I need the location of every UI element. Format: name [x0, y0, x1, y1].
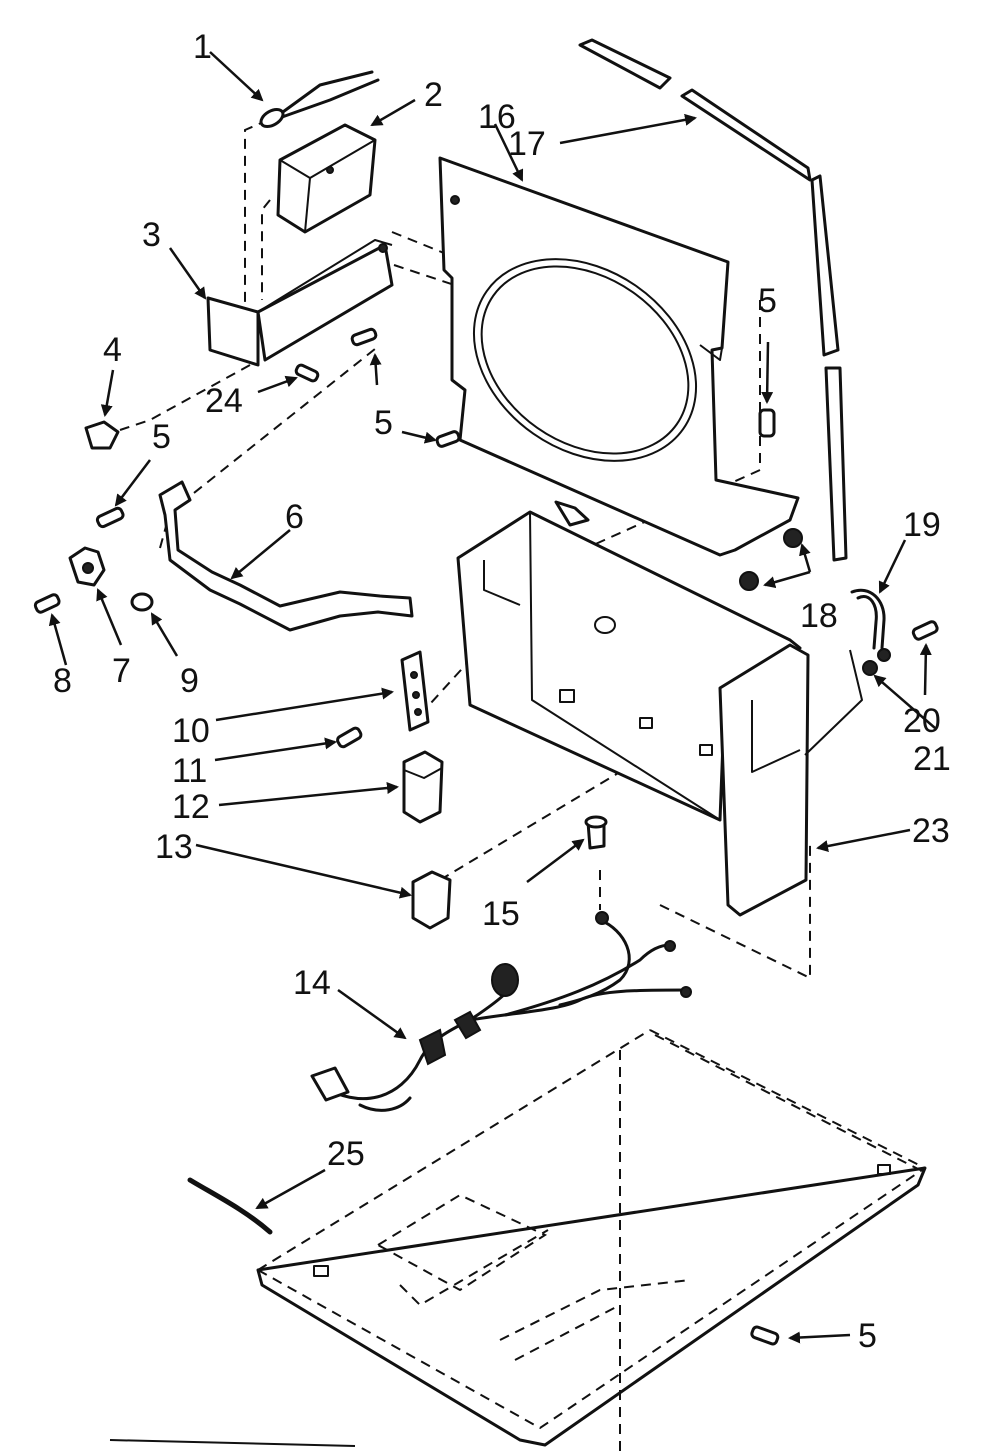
callout-7: 7: [112, 652, 131, 690]
strip-part-25: [187, 1177, 273, 1235]
screw-part-5-left: [95, 506, 125, 529]
callout-11: 11: [172, 752, 207, 790]
callout-8: 8: [53, 662, 72, 700]
relay-box-part-2: [276, 123, 377, 234]
screw-part-5-center: [350, 327, 378, 347]
callout-15: 15: [482, 895, 520, 933]
callout-3: 3: [142, 216, 161, 254]
callout-10: 10: [172, 712, 210, 750]
nut-part-21: [862, 660, 878, 676]
callout-16: 16: [478, 98, 516, 136]
capacitor-part-12: [402, 750, 444, 824]
callout-5-left: 5: [152, 418, 171, 456]
callout-6: 6: [285, 498, 304, 536]
screw-part-11: [336, 726, 363, 749]
leader-lines: [48, 51, 936, 1344]
bottom-rule: [109, 1439, 356, 1447]
hose-part-19: [850, 588, 891, 662]
callout-2: 2: [424, 76, 443, 114]
wiring-harness-part-14: [310, 911, 692, 1112]
callout-9: 9: [180, 662, 199, 700]
screw-part-24: [294, 363, 320, 383]
callout-20: 20: [903, 702, 941, 740]
screw-part-20: [911, 620, 939, 641]
side-panel-part-23: [718, 643, 863, 917]
callout-19: 19: [903, 506, 941, 544]
screw-part-5-bottom: [750, 1325, 780, 1346]
bracket-part-3: [206, 239, 394, 367]
callout-5-bottom: 5: [858, 1317, 877, 1355]
callout-23: 23: [912, 812, 950, 850]
support-bar-part-6: [158, 480, 414, 632]
grommet-part-18: [739, 528, 803, 591]
side-seal-part-17: [578, 38, 848, 562]
callout-5-right: 5: [758, 282, 777, 320]
wire-connector-part-1: [259, 70, 380, 129]
screw-part-8: [33, 593, 61, 614]
washer-part-9: [130, 592, 154, 612]
screw-part-5-lower: [435, 430, 461, 448]
switch-part-13: [411, 870, 452, 930]
part-callouts: 1 2 3 4 24 5 5 5 6 16 17 7 8 9 18 19 20 …: [53, 28, 951, 1355]
callout-24: 24: [205, 382, 243, 420]
callout-12: 12: [172, 788, 210, 826]
callout-5-center: 5: [374, 404, 393, 442]
callout-14: 14: [293, 964, 331, 1002]
nut-part-4: [84, 420, 120, 450]
screw-part-15: [584, 815, 608, 850]
callout-17: 17: [508, 125, 546, 163]
terminal-block-part-10: [400, 650, 430, 732]
screw-part-5-right: [758, 408, 776, 438]
callout-21: 21: [913, 740, 951, 778]
callout-4: 4: [103, 331, 122, 369]
callout-1: 1: [193, 28, 212, 66]
callout-13: 13: [155, 828, 193, 866]
callout-18: 18: [800, 597, 838, 635]
clip-part-7: [68, 546, 106, 587]
fan-shroud-part-16: [438, 156, 800, 557]
base-pan: [256, 1029, 927, 1447]
callout-25: 25: [327, 1135, 365, 1173]
